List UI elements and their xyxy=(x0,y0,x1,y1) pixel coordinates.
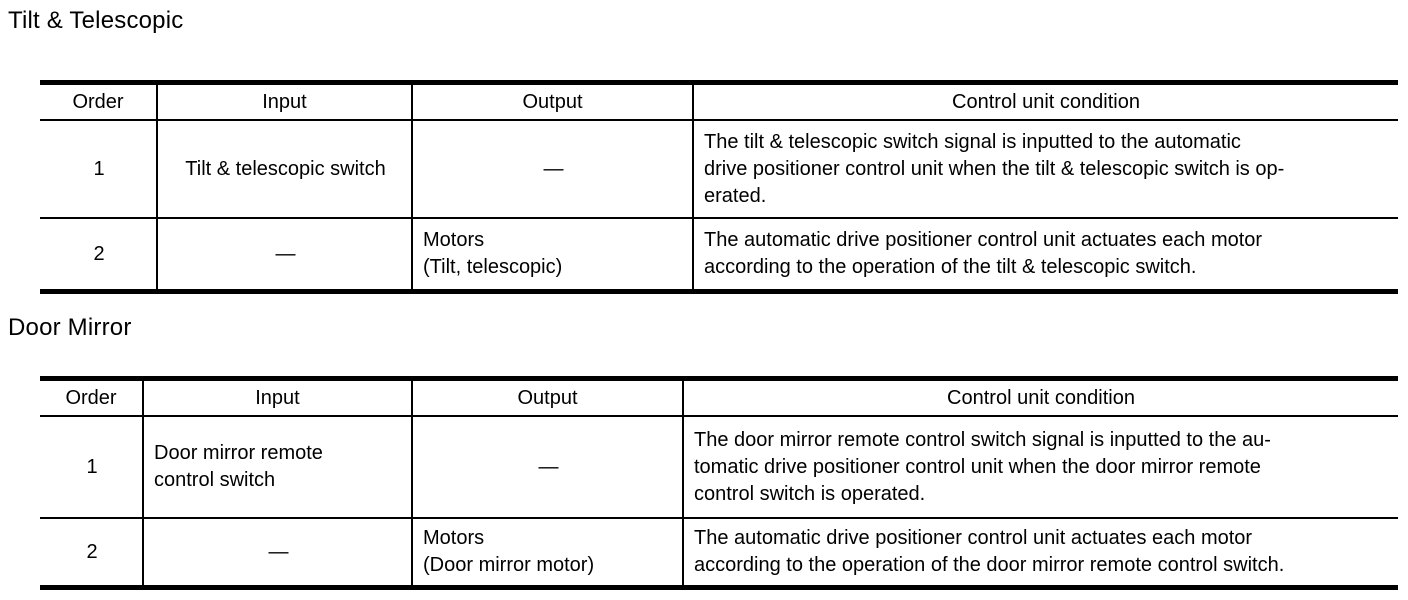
cell-output: — xyxy=(411,415,684,519)
column-header-output: Output xyxy=(411,377,684,417)
column-header-order: Order xyxy=(40,81,158,121)
table-row: 2 — Motors (Door mirror motor) The autom… xyxy=(40,517,1398,589)
column-header-input: Input xyxy=(142,377,413,417)
table-header-row: Order Input Output Control unit conditio… xyxy=(40,81,1398,121)
tilt-telescopic-table: Order Input Output Control unit conditio… xyxy=(40,80,1398,294)
table-row: 2 — Motors (Tilt, telescopic) The automa… xyxy=(40,217,1398,293)
cell-input: — xyxy=(156,217,413,293)
cell-output: — xyxy=(411,119,694,219)
cell-condition: The automatic drive positioner control u… xyxy=(682,517,1398,589)
door-mirror-table: Order Input Output Control unit conditio… xyxy=(40,376,1398,590)
cell-input: Tilt & telescopic switch xyxy=(156,119,413,219)
table-header-row: Order Input Output Control unit conditio… xyxy=(40,377,1398,417)
column-header-output: Output xyxy=(411,81,694,121)
cell-output: Motors (Tilt, telescopic) xyxy=(411,217,694,293)
cell-order: 2 xyxy=(40,517,144,589)
cell-order: 1 xyxy=(40,415,144,519)
cell-input: Door mirror remote control switch xyxy=(142,415,413,519)
cell-condition: The automatic drive positioner control u… xyxy=(692,217,1398,293)
cell-input: — xyxy=(142,517,413,589)
column-header-condition: Control unit condition xyxy=(692,81,1398,121)
column-header-input: Input xyxy=(156,81,413,121)
cell-order: 1 xyxy=(40,119,158,219)
cell-output: Motors (Door mirror motor) xyxy=(411,517,684,589)
column-header-order: Order xyxy=(40,377,144,417)
cell-condition: The door mirror remote control switch si… xyxy=(682,415,1398,519)
table-row: 1 Door mirror remote control switch — Th… xyxy=(40,415,1398,519)
cell-condition: The tilt & telescopic switch signal is i… xyxy=(692,119,1398,219)
table-row: 1 Tilt & telescopic switch — The tilt & … xyxy=(40,119,1398,219)
section-title-tilt-telescopic: Tilt & Telescopic xyxy=(8,7,184,34)
column-header-condition: Control unit condition xyxy=(682,377,1398,417)
section-title-door-mirror: Door Mirror xyxy=(8,314,132,341)
cell-order: 2 xyxy=(40,217,158,293)
